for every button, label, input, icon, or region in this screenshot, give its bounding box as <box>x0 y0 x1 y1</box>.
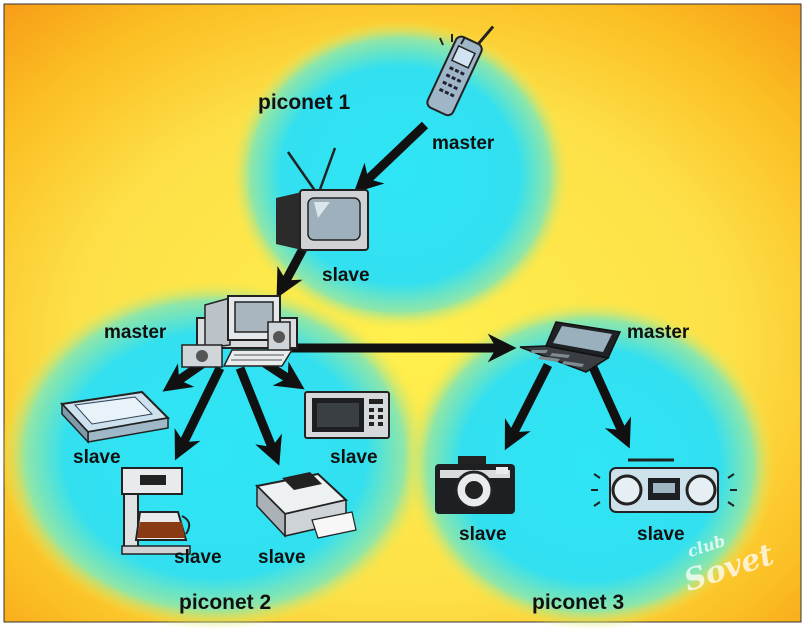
piconet-1-title: piconet 1 <box>258 91 351 114</box>
connection-arrows <box>162 121 632 466</box>
scanner-icon <box>59 390 171 444</box>
arrow-computer-to-coffee <box>174 366 225 461</box>
coffee-maker-icon <box>121 467 191 555</box>
coffee-role-label: slave <box>174 547 222 568</box>
piconet-2-area <box>0 280 430 630</box>
microwave-role-label: slave <box>330 447 378 468</box>
piconet-2-title: piconet 2 <box>179 591 271 614</box>
camera-role-label: slave <box>459 524 507 545</box>
microwave-icon <box>304 391 390 439</box>
camera-icon <box>435 456 515 514</box>
phone-role-label: master <box>432 133 495 154</box>
arrow-computer-to-printer <box>235 366 282 466</box>
arrow-phone-to-tv <box>353 121 429 193</box>
printer-role-label: slave <box>258 547 306 568</box>
laptop-role-label: master <box>627 322 690 343</box>
piconet-3-area <box>405 300 775 630</box>
television-icon <box>276 147 369 251</box>
printer-icon <box>254 472 357 539</box>
signal-waves-icon <box>439 34 466 46</box>
piconet-1-area <box>230 20 570 330</box>
mobile-phone-icon <box>426 25 495 117</box>
boombox-icon <box>591 458 737 513</box>
laptop-icon <box>519 321 622 373</box>
desktop-computer-icon <box>181 295 298 368</box>
arrow-tv-to-computer <box>276 242 309 299</box>
computer-role-label: master <box>104 322 167 343</box>
scanner-role-label: slave <box>73 447 121 468</box>
piconet-3-title: piconet 3 <box>532 591 624 614</box>
boombox-role-label: slave <box>637 524 685 545</box>
tv-role-label: slave <box>322 265 370 286</box>
arrow-laptop-to-boombox <box>587 363 632 449</box>
arrow-laptop-to-camera <box>504 362 553 451</box>
